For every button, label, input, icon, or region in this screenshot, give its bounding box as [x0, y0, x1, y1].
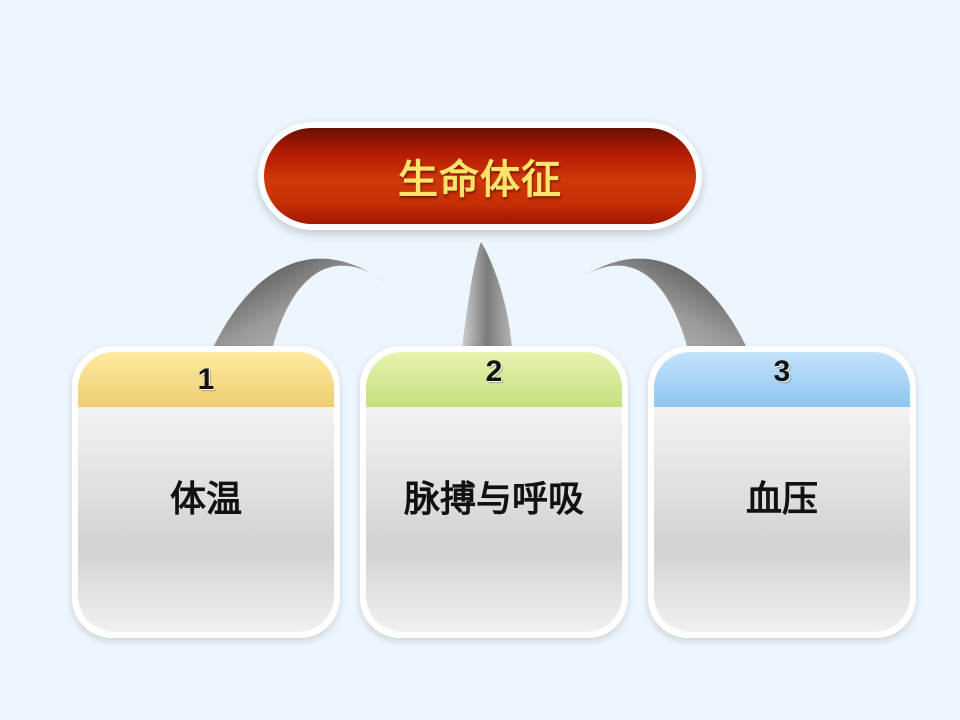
card-label: 体温: [169, 479, 242, 520]
card-body: 1 体温: [78, 352, 334, 632]
diagram-title: 生命体征: [398, 157, 562, 203]
connector-right: [572, 258, 748, 350]
card-number-tab: 2: [366, 352, 622, 407]
connector-middle: [462, 242, 512, 348]
title-pill-fill: 生命体征: [264, 128, 696, 224]
card-number: 1: [197, 362, 215, 396]
card-temperature: 1 体温: [72, 346, 340, 638]
card-number: 3: [773, 354, 791, 388]
card-number: 2: [485, 354, 503, 388]
card-number-tab: 1: [78, 352, 334, 407]
connector-left: [212, 258, 388, 350]
card-label: 血压: [745, 479, 818, 520]
title-pill: 生命体征: [258, 122, 702, 230]
card-label: 脉搏与呼吸: [403, 479, 584, 520]
card-blood-pressure: 3 血压: [648, 346, 916, 638]
card-pulse-respiration: 2 脉搏与呼吸: [360, 346, 628, 638]
card-body: 2 脉搏与呼吸: [366, 352, 622, 632]
card-body: 3 血压: [654, 352, 910, 632]
card-number-tab: 3: [654, 352, 910, 407]
